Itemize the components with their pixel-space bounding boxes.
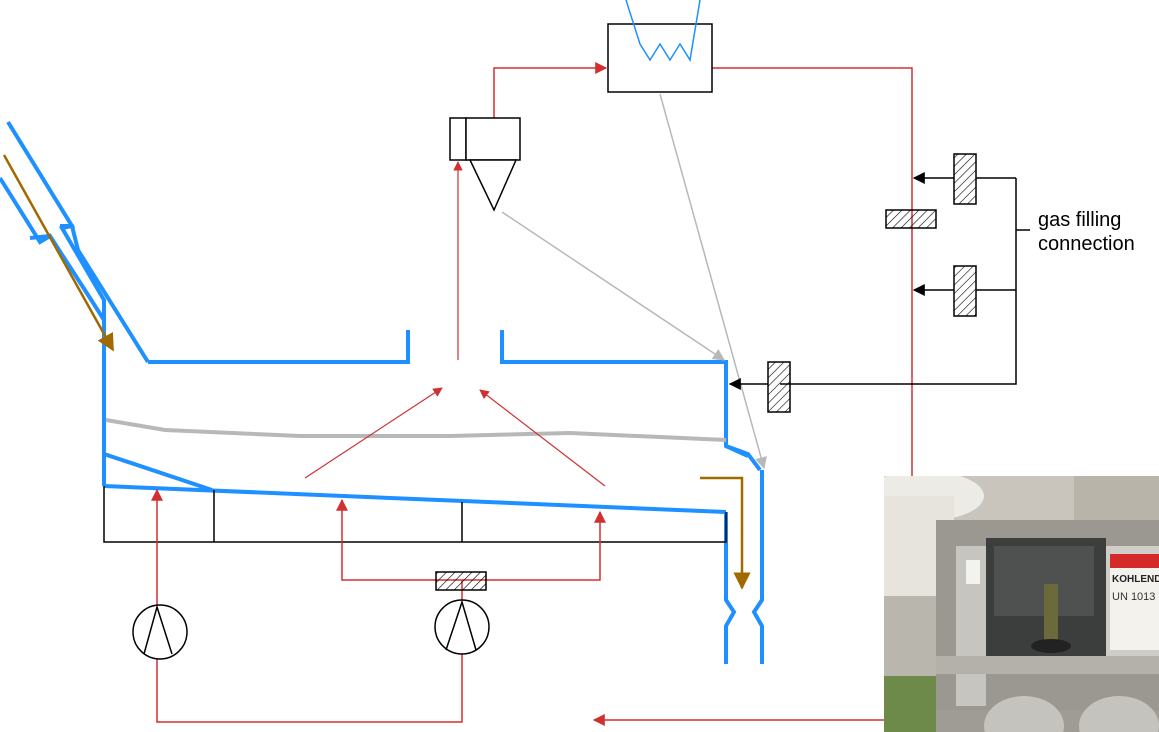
heat-exchanger <box>608 0 712 92</box>
gas-bundle-illustration: KOHLENDIOX UN 1013 <box>884 476 1159 732</box>
bed-level-line <box>106 420 726 440</box>
gas-filling-lines <box>730 178 1030 384</box>
tank-label-line2: UN 1013 <box>1112 591 1155 603</box>
valve-upper <box>954 154 976 204</box>
valve-lower <box>954 266 976 316</box>
feed-chute <box>0 122 148 362</box>
plenum-chambers <box>104 486 726 542</box>
reactor-housing <box>104 330 762 664</box>
gas-filling-line2: connection <box>1038 232 1135 256</box>
flow-meter-riser <box>886 210 936 228</box>
offgas-line <box>494 68 912 475</box>
cyclone <box>450 118 520 210</box>
flow-meter-plenum <box>436 572 486 590</box>
gas-bundle-photo: KOHLENDIOX UN 1013 <box>884 476 1159 732</box>
fluidizing-gas-lines <box>157 475 912 722</box>
blower-center <box>435 600 489 654</box>
discharge-arrow <box>700 478 742 588</box>
gas-filling-line1: gas filling <box>1038 208 1135 232</box>
tank-label-line1: KOHLENDIOX <box>1112 574 1159 585</box>
gas-filling-label: gas filling connection <box>1038 208 1135 256</box>
blower-left <box>133 605 187 659</box>
solid-feed-arrow <box>4 155 113 350</box>
valve-inlet <box>768 362 790 412</box>
